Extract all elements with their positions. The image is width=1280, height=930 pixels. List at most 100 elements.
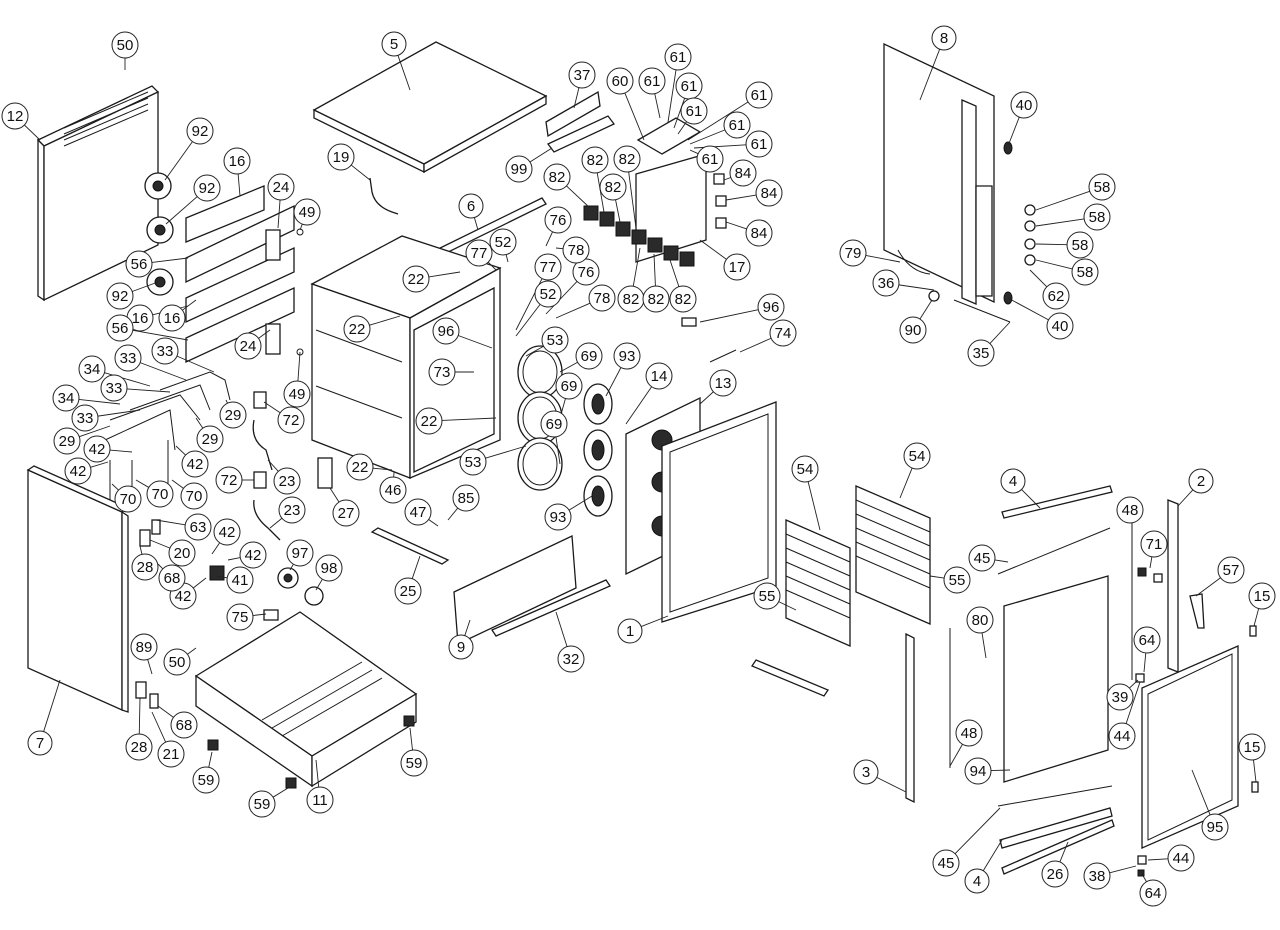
leader-line-45 <box>954 807 1001 855</box>
callout-number: 58 <box>1089 209 1106 226</box>
callout-part-84: 84 <box>729 159 757 187</box>
callout-part-72: 72 <box>215 466 243 494</box>
leader-line-37 <box>573 87 580 109</box>
leader-line-44 <box>1147 858 1169 861</box>
callout-bubble <box>1083 862 1111 890</box>
callout-bubble <box>1106 683 1134 711</box>
leader-line-32 <box>555 611 568 647</box>
callout-number: 17 <box>729 259 746 276</box>
leader-line-84 <box>723 177 731 181</box>
callout-part-76: 76 <box>544 206 572 234</box>
leader-line-61 <box>689 129 726 145</box>
leader-line-93 <box>568 495 593 511</box>
callout-bubble <box>234 332 262 360</box>
callout-number: 70 <box>120 491 137 508</box>
callout-bubble <box>555 372 583 400</box>
leader-line-4 <box>1021 489 1041 509</box>
leader-line-23 <box>269 517 283 529</box>
callout-part-82: 82 <box>599 173 627 201</box>
callout-number: 44 <box>1114 728 1131 745</box>
callout-number: 70 <box>186 488 203 505</box>
callout-bubble <box>534 253 562 281</box>
leader-line-55 <box>929 575 945 579</box>
callout-number: 42 <box>187 456 204 473</box>
callout-part-71: 71 <box>1140 530 1168 558</box>
callout-number: 6 <box>467 198 475 215</box>
leader-line-33 <box>176 355 215 373</box>
callout-bubble <box>452 484 480 512</box>
callout-bubble <box>1140 530 1168 558</box>
callout-number: 64 <box>1145 885 1162 902</box>
leader-line-54 <box>899 467 913 499</box>
callout-bubble <box>64 457 92 485</box>
callout-number: 84 <box>761 185 778 202</box>
callout-bubble <box>213 518 241 546</box>
callout-number: 37 <box>574 67 591 84</box>
callout-bubble <box>415 407 443 435</box>
callout-part-69: 69 <box>555 372 583 400</box>
callout-part-62: 62 <box>1042 282 1070 310</box>
callout-bubble <box>163 648 191 676</box>
callout-bubble <box>642 285 670 313</box>
callout-number: 60 <box>612 73 629 90</box>
bushing-drawings <box>713 173 727 229</box>
callout-number: 45 <box>938 855 955 872</box>
callout-number: 42 <box>245 547 262 564</box>
callout-bubble <box>83 435 111 463</box>
callout-bubble <box>293 198 321 226</box>
leader-line-42 <box>227 557 241 561</box>
callout-number: 54 <box>909 448 926 465</box>
callout-part-40: 40 <box>1010 91 1038 119</box>
callout-bubble <box>541 326 569 354</box>
callout-bubble <box>1071 258 1099 286</box>
leader-line-72 <box>263 401 281 414</box>
callout-part-49: 49 <box>293 198 321 226</box>
leader-line-52 <box>515 304 541 337</box>
callout-part-77: 77 <box>534 253 562 281</box>
callout-number: 99 <box>511 161 528 178</box>
callout-bubble <box>394 577 422 605</box>
callout-part-84: 84 <box>745 219 773 247</box>
callout-part-53: 53 <box>541 326 569 354</box>
callout-number: 36 <box>878 275 895 292</box>
callout-part-33: 33 <box>71 404 99 432</box>
callout-part-80: 80 <box>966 606 994 634</box>
leader-line-61 <box>673 98 686 129</box>
front-panel-drawing <box>453 535 577 645</box>
callout-number: 79 <box>845 245 862 262</box>
callout-part-16: 16 <box>158 304 186 332</box>
callout-part-55: 55 <box>943 566 971 594</box>
leader-line-19 <box>350 164 371 181</box>
callout-part-34: 34 <box>52 384 80 412</box>
rod-drawing <box>953 299 1011 323</box>
callout-part-42: 42 <box>213 518 241 546</box>
callout-part-63: 63 <box>184 513 212 541</box>
leader-line-63 <box>155 519 186 526</box>
callout-part-59: 59 <box>248 790 276 818</box>
leader-line-53 <box>525 345 544 357</box>
callout-number: 68 <box>176 717 193 734</box>
callout-bubble <box>505 155 533 183</box>
callout-number: 55 <box>949 572 966 589</box>
callout-bubble <box>1217 556 1245 584</box>
leader-line-69 <box>559 361 578 373</box>
outer-door-drawing <box>1141 645 1239 849</box>
callout-number: 8 <box>940 30 948 47</box>
callout-number: 9 <box>457 639 465 656</box>
callout-part-22: 22 <box>343 315 371 343</box>
leader-line-25 <box>411 555 421 579</box>
callout-number: 33 <box>106 380 123 397</box>
callout-number: 94 <box>970 763 987 780</box>
callout-part-73: 73 <box>428 358 456 386</box>
callout-number: 27 <box>338 505 355 522</box>
wire-drawing <box>897 249 931 275</box>
callout-part-25: 25 <box>394 577 422 605</box>
callout-bubble <box>534 280 562 308</box>
leader-line-16 <box>237 173 241 197</box>
callout-number: 82 <box>549 169 566 186</box>
back-panel-drawing <box>36 85 160 302</box>
callout-number: 92 <box>112 288 129 305</box>
callout-bubble <box>248 790 276 818</box>
leader-line-22 <box>372 467 393 471</box>
leader-line-13 <box>699 391 714 405</box>
